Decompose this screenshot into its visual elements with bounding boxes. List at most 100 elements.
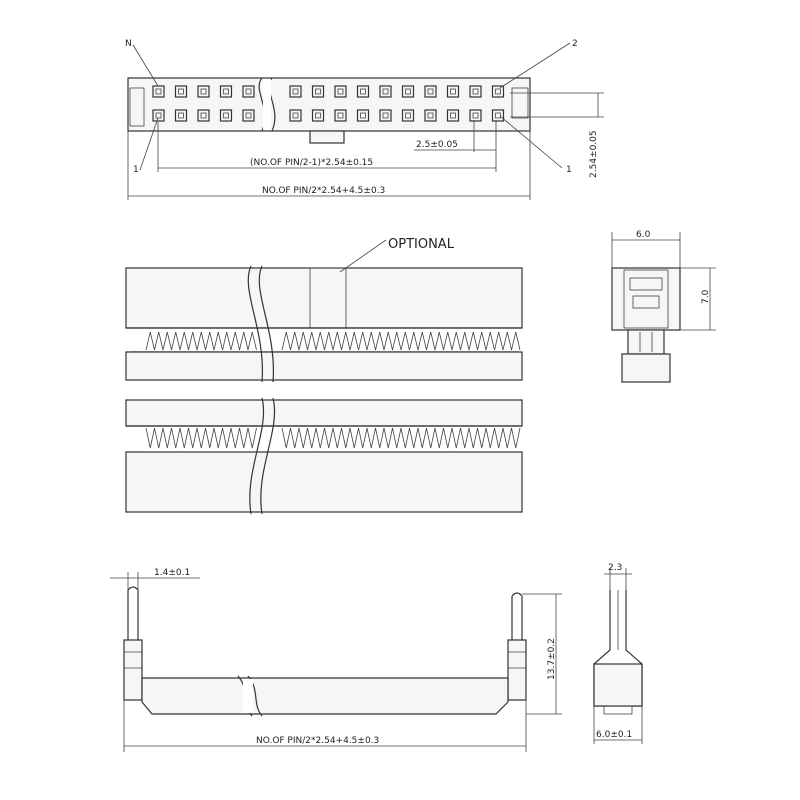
pin-contact (424, 85, 437, 98)
pin-contact-inner (427, 112, 434, 119)
pin-contact-inner (450, 88, 456, 95)
side-height-label: 13.7±0.2 (547, 638, 557, 680)
teeth-lower (145, 427, 521, 449)
row-pitch-label: 2.54±0.05 (589, 130, 599, 178)
pin-contact-inner (472, 112, 479, 119)
end-top-base (621, 353, 671, 383)
pin-contact-inner (292, 112, 299, 119)
pin-n-label: N (125, 39, 132, 49)
pin-contact-inner (178, 88, 184, 95)
pin-contact-inner (223, 88, 229, 95)
front-upper-body (125, 267, 523, 329)
end-top-neck (627, 329, 665, 355)
front-lower-body (125, 451, 523, 513)
leader-pin-2 (499, 42, 571, 89)
pin-contact (197, 85, 210, 98)
pin-contact-inner (155, 112, 162, 119)
pin-contact (152, 109, 165, 122)
overall-label: NO.OF PIN/2*2.54+4.5±0.3 (262, 186, 385, 196)
front-lower-break-l (249, 397, 265, 515)
teeth-upper (145, 331, 521, 351)
front-upper-base (125, 351, 523, 381)
pin-contact-inner (405, 88, 411, 95)
pin-contact-inner (382, 112, 389, 119)
leader-pin-n (132, 44, 159, 87)
pin-contact-inner (245, 112, 252, 119)
right-latch-block (507, 639, 527, 701)
end-top-height-label: 7.0 (701, 289, 711, 304)
pin-contact (334, 85, 347, 98)
side-overall-label: NO.OF PIN/2*2.54+4.5±0.3 (256, 736, 379, 746)
pin-contact-inner (337, 88, 344, 95)
top-view-key (309, 130, 345, 144)
pin-contact (469, 109, 482, 122)
pin-contact-inner (223, 112, 229, 119)
side-view: 1.4±0.1 13.7±0.2 NO.OF PIN/2*2.54+4.5±0.… (110, 568, 562, 752)
pin-contact-inner (427, 88, 434, 95)
pin-2-label: 2 (572, 39, 578, 49)
front-lower-break-r (260, 397, 276, 515)
pin-contact-inner (178, 112, 184, 119)
front-view-lower (125, 397, 523, 515)
pin-contact-inner (382, 88, 389, 95)
pin-contact-inner (337, 112, 344, 119)
pin-contact (446, 109, 460, 122)
leader-optional (339, 239, 387, 273)
end-bottom-base-label: 6.0±0.1 (596, 730, 632, 740)
pin-contact-inner (200, 112, 207, 119)
left-latch-arm (127, 586, 139, 640)
end-bottom-foot (603, 705, 633, 715)
pin-contact (401, 109, 415, 122)
right-latch-arm (511, 592, 523, 640)
pin-contact (289, 109, 302, 122)
leader-pin-1 (499, 115, 563, 169)
end-top-slot-1 (629, 277, 663, 291)
end-top-slot-2 (632, 295, 660, 309)
left-latch-block (123, 639, 143, 701)
end-bottom-base (593, 663, 643, 707)
pin-contact (219, 85, 233, 98)
pin-contact-inner (450, 112, 456, 119)
pin-contact (242, 109, 255, 122)
pin-contact-inner (472, 88, 479, 95)
pin-contact-inner (495, 88, 501, 95)
end-view-bottom: 2.3 6.0±0.1 (593, 563, 643, 744)
pin-contact (424, 109, 437, 122)
end-bottom-top-label: 2.3 (608, 563, 622, 573)
pin-contact-inner (245, 88, 252, 95)
optional-label: OPTIONAL (388, 237, 455, 252)
pin-contact (311, 109, 325, 122)
pin-contact (242, 85, 255, 98)
pin-contact-inner (315, 88, 321, 95)
pin-contact (469, 85, 482, 98)
pin-contact (334, 109, 347, 122)
front-lower-top (125, 399, 523, 427)
pin-contact-inner (155, 88, 162, 95)
teeth-path (145, 331, 521, 351)
leader-edge (139, 117, 159, 171)
side-view-bar (141, 677, 509, 715)
front-upper-break-r (258, 265, 275, 383)
pin-contact-inner (360, 88, 366, 95)
pin-contact-inner (292, 88, 299, 95)
end-top-body (611, 267, 681, 331)
end-view-top: 6.0 7.0 (611, 230, 716, 383)
pitch-half-label: 2.5±0.05 (416, 140, 458, 150)
pin-grid (152, 85, 505, 122)
pin-contact (152, 85, 165, 98)
pin-contact-inner (315, 112, 321, 119)
end-top-width-label: 6.0 (636, 230, 651, 240)
top-view-body (127, 77, 531, 132)
pin-contact (219, 109, 233, 122)
top-view-right-ear (511, 87, 529, 119)
pin-contact (491, 85, 505, 98)
teeth-path (145, 427, 521, 449)
edge-offset-label: 1 (133, 165, 139, 175)
pin-contact (379, 109, 392, 122)
pin-contact-inner (495, 112, 501, 119)
pin-1-label: 1 (566, 165, 572, 175)
pin-contact (356, 85, 370, 98)
front-upper-break-l (247, 265, 264, 383)
front-view-upper: OPTIONAL (125, 237, 523, 383)
